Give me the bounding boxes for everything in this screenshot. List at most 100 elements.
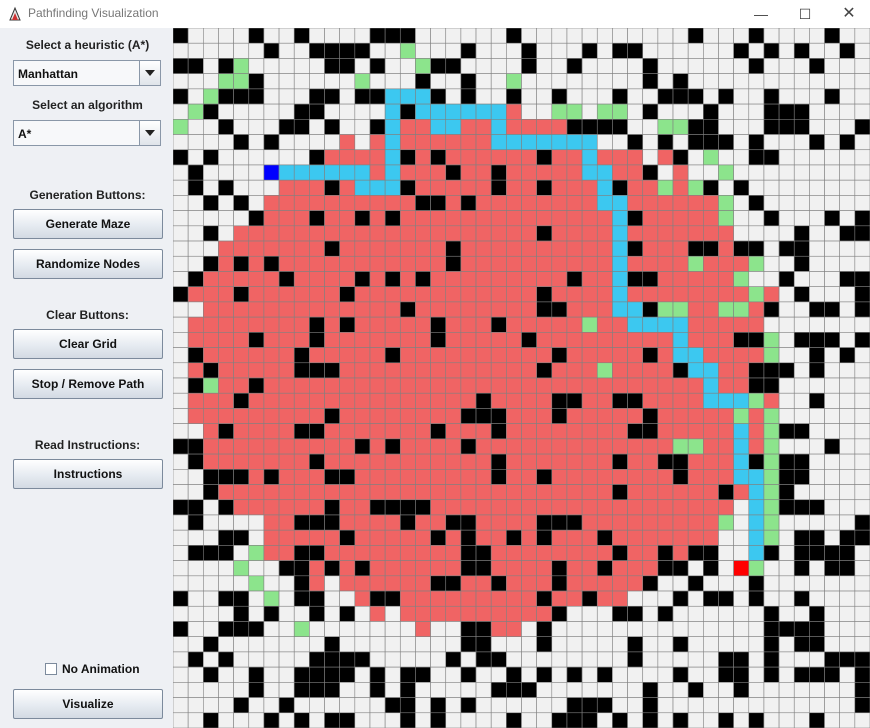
grid-cell-wall[interactable] bbox=[672, 362, 689, 379]
grid-cell-empty[interactable] bbox=[793, 408, 810, 424]
grid-cell-visited[interactable] bbox=[263, 195, 280, 211]
grid-cell-visited[interactable] bbox=[445, 286, 462, 303]
grid-cell-wall[interactable] bbox=[839, 560, 856, 577]
grid-cell-empty[interactable] bbox=[551, 651, 568, 668]
grid-cell-visited[interactable] bbox=[354, 453, 371, 470]
grid-cell-empty[interactable] bbox=[809, 179, 825, 196]
grid-cell-empty[interactable] bbox=[278, 636, 295, 653]
grid-cell-empty[interactable] bbox=[778, 255, 795, 272]
grid-cell-empty[interactable] bbox=[173, 575, 189, 592]
grid-cell-wall[interactable] bbox=[445, 240, 462, 257]
grid-cell-wall[interactable] bbox=[672, 560, 689, 577]
grid-cell-path[interactable] bbox=[748, 484, 765, 501]
grid-cell-visited[interactable] bbox=[354, 195, 371, 211]
grid-cell-visited[interactable] bbox=[309, 438, 325, 455]
grid-cell-empty[interactable] bbox=[809, 697, 825, 714]
grid-cell-visited[interactable] bbox=[339, 514, 356, 531]
grid-cell-visited[interactable] bbox=[506, 499, 522, 516]
grid-cell-empty[interactable] bbox=[854, 179, 870, 196]
grid-cell-empty[interactable] bbox=[824, 468, 840, 485]
grid-cell-empty[interactable] bbox=[839, 438, 856, 455]
grid-cell-visited[interactable] bbox=[293, 301, 310, 318]
grid-cell-frontier[interactable] bbox=[763, 408, 780, 424]
grid-cell-visited[interactable] bbox=[718, 468, 734, 485]
grid-cell-visited[interactable] bbox=[339, 149, 356, 166]
grid-cell-empty[interactable] bbox=[642, 590, 659, 607]
grid-cell-wall[interactable] bbox=[324, 560, 340, 577]
grid-cell-empty[interactable] bbox=[778, 42, 795, 59]
grid-cell-visited[interactable] bbox=[687, 514, 704, 531]
grid-cell-empty[interactable] bbox=[703, 58, 719, 74]
grid-cell-visited[interactable] bbox=[430, 210, 447, 227]
grid-cell-wall[interactable] bbox=[187, 58, 204, 74]
grid-cell-visited[interactable] bbox=[430, 271, 447, 287]
grid-cell-visited[interactable] bbox=[612, 560, 628, 577]
grid-cell-empty[interactable] bbox=[173, 362, 189, 379]
grid-cell-wall[interactable] bbox=[324, 499, 340, 516]
grid-cell-visited[interactable] bbox=[324, 286, 340, 303]
grid-cell-empty[interactable] bbox=[824, 484, 840, 501]
grid-cell-visited[interactable] bbox=[596, 271, 613, 287]
grid-cell-wall[interactable] bbox=[173, 28, 189, 44]
grid-cell-empty[interactable] bbox=[278, 88, 295, 105]
grid-cell-visited[interactable] bbox=[339, 225, 356, 242]
grid-cell-wall[interactable] bbox=[536, 514, 553, 531]
grid-cell-visited[interactable] bbox=[551, 195, 568, 211]
grid-cell-visited[interactable] bbox=[324, 301, 340, 318]
grid-cell-wall[interactable] bbox=[793, 590, 810, 607]
grid-cell-empty[interactable] bbox=[778, 134, 795, 151]
grid-cell-wall[interactable] bbox=[763, 301, 780, 318]
grid-cell-visited[interactable] bbox=[581, 453, 598, 470]
grid-cell-visited[interactable] bbox=[627, 347, 644, 364]
grid-cell-empty[interactable] bbox=[703, 575, 719, 592]
grid-cell-empty[interactable] bbox=[324, 134, 340, 151]
grid-cell-path[interactable] bbox=[612, 301, 628, 318]
grid-cell-visited[interactable] bbox=[415, 621, 431, 637]
grid-cell-empty[interactable] bbox=[173, 605, 189, 622]
grid-cell-wall[interactable] bbox=[703, 545, 719, 561]
grid-cell-visited[interactable] bbox=[627, 484, 644, 501]
grid-cell-empty[interactable] bbox=[612, 58, 628, 74]
grid-cell-wall[interactable] bbox=[672, 88, 689, 105]
grid-cell-visited[interactable] bbox=[566, 225, 583, 242]
grid-cell-visited[interactable] bbox=[309, 347, 325, 364]
stop-remove-path-button[interactable]: Stop / Remove Path bbox=[13, 369, 163, 399]
grid-cell-visited[interactable] bbox=[718, 453, 734, 470]
grid-cell-visited[interactable] bbox=[445, 499, 462, 516]
grid-cell-visited[interactable] bbox=[339, 301, 356, 318]
grid-cell-empty[interactable] bbox=[596, 605, 613, 622]
grid-cell-empty[interactable] bbox=[854, 590, 870, 607]
grid-cell-visited[interactable] bbox=[339, 271, 356, 287]
grid-cell-visited[interactable] bbox=[324, 316, 340, 333]
grid-cell-empty[interactable] bbox=[854, 58, 870, 74]
grid-cell-visited[interactable] bbox=[490, 225, 507, 242]
grid-cell-wall[interactable] bbox=[672, 453, 689, 470]
grid-cell-visited[interactable] bbox=[703, 255, 719, 272]
grid-cell-path[interactable] bbox=[415, 103, 431, 120]
grid-cell-visited[interactable] bbox=[475, 377, 492, 394]
grid-cell-visited[interactable] bbox=[596, 484, 613, 501]
grid-cell-visited[interactable] bbox=[278, 545, 295, 561]
grid-cell-wall[interactable] bbox=[218, 621, 234, 637]
grid-cell-visited[interactable] bbox=[263, 499, 280, 516]
grid-cell-empty[interactable] bbox=[854, 468, 870, 485]
grid-cell-wall[interactable] bbox=[687, 119, 704, 135]
grid-cell-visited[interactable] bbox=[672, 514, 689, 531]
grid-cell-visited[interactable] bbox=[445, 271, 462, 287]
grid-cell-empty[interactable] bbox=[536, 651, 553, 668]
grid-cell-empty[interactable] bbox=[657, 651, 674, 668]
grid-cell-empty[interactable] bbox=[173, 240, 189, 257]
grid-cell-empty[interactable] bbox=[339, 88, 356, 105]
grid-cell-path[interactable] bbox=[490, 119, 507, 135]
grid-cell-empty[interactable] bbox=[778, 164, 795, 181]
grid-cell-wall[interactable] bbox=[384, 271, 401, 287]
grid-cell-wall[interactable] bbox=[187, 347, 204, 364]
grid-cell-visited[interactable] bbox=[506, 621, 522, 637]
grid-cell-visited[interactable] bbox=[703, 210, 719, 227]
grid-cell-empty[interactable] bbox=[369, 697, 386, 714]
grid-cell-visited[interactable] bbox=[354, 240, 371, 257]
grid-cell-wall[interactable] bbox=[551, 575, 568, 592]
grid-cell-wall[interactable] bbox=[293, 545, 310, 561]
grid-cell-visited[interactable] bbox=[445, 453, 462, 470]
grid-cell-empty[interactable] bbox=[824, 712, 840, 728]
